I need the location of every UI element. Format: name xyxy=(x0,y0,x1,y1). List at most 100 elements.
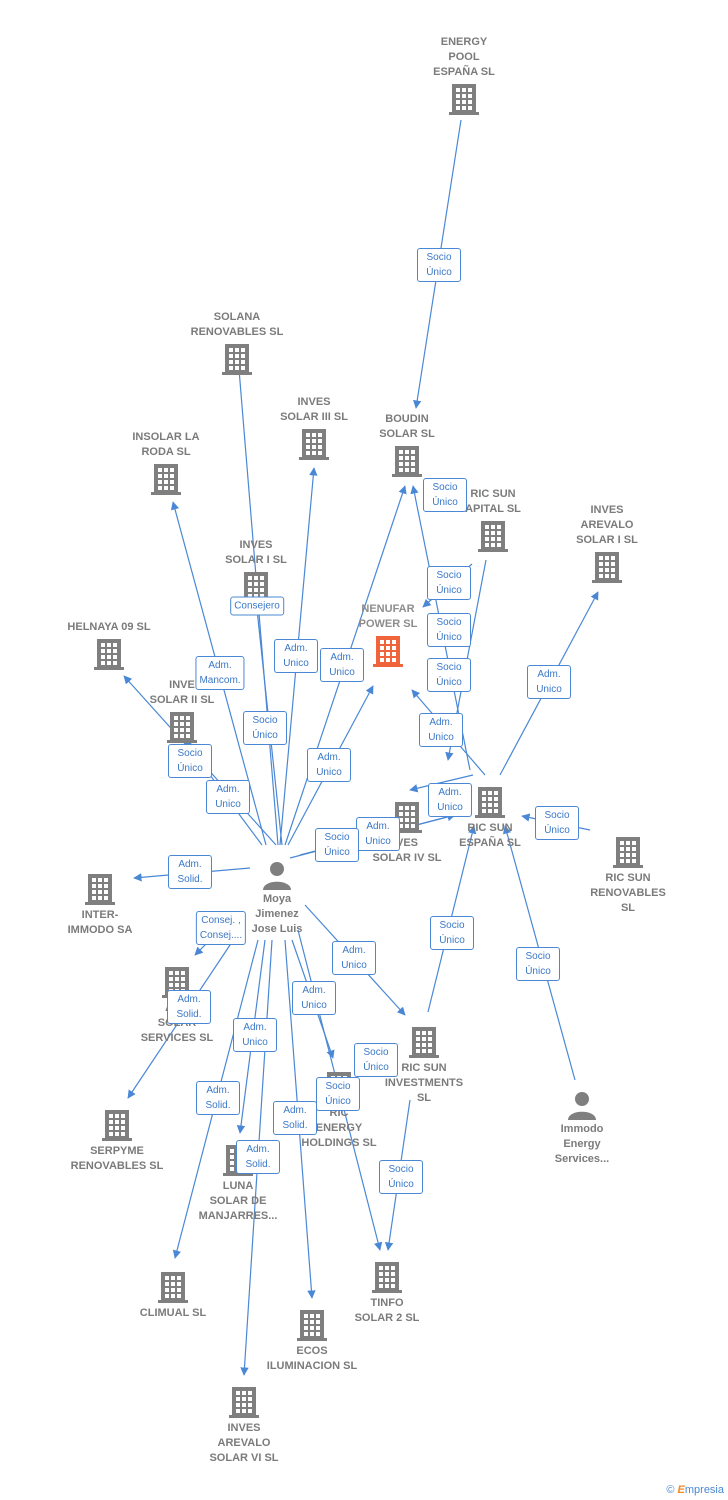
node-intermmodo[interactable]: INTER- IMMODO SA xyxy=(35,870,165,938)
building-icon xyxy=(52,1108,182,1142)
node-inves-arevalo-vi[interactable]: INVES AREVALO SOLAR VI SL xyxy=(179,1383,309,1466)
node-label: BOUDIN SOLAR SL xyxy=(379,413,435,440)
relation-label-e7[interactable]: Socio Único xyxy=(427,566,471,600)
node-label: ECOS ILUMINACION SL xyxy=(266,1345,358,1372)
node-inves-arevalo-i[interactable]: INVES AREVALO SOLAR I SL xyxy=(542,503,672,586)
building-icon xyxy=(563,835,693,869)
node-label: INVES AREVALO SOLAR VI SL xyxy=(209,1422,279,1464)
node-label: INSOLAR LA RODA SL xyxy=(132,431,200,458)
relation-label-e17[interactable]: Adm. Unico xyxy=(428,783,472,817)
relation-label-e28[interactable]: Socio Único xyxy=(354,1043,398,1077)
relation-label-e31[interactable]: Adm. Solid. xyxy=(273,1101,317,1135)
relation-label-e32[interactable]: Adm. Solid. xyxy=(236,1140,280,1174)
edge-line xyxy=(409,774,474,793)
building-icon xyxy=(44,637,174,671)
node-label: CLIMUAL SL xyxy=(139,1307,207,1319)
node-nenufar[interactable]: NENUFAR POWER SL xyxy=(323,602,453,670)
relation-label-e6[interactable]: Adm. Mancom. xyxy=(195,656,245,690)
relation-label-e8[interactable]: Socio Único xyxy=(427,613,471,647)
relation-label-e26[interactable]: Adm. Unico xyxy=(292,981,336,1015)
node-helnaya[interactable]: HELNAYA 09 SL xyxy=(44,620,174,673)
node-serpyme[interactable]: SERPYME RENOVABLES SL xyxy=(52,1106,182,1174)
node-ric-renovables[interactable]: RIC SUN RENOVABLES SL xyxy=(563,833,693,916)
node-ric-investments[interactable]: RIC SUN INVESTMENTS SL xyxy=(359,1023,489,1106)
node-label: SERPYME RENOVABLES SL xyxy=(70,1145,164,1172)
node-inves-iv[interactable]: VES SOLAR IV SL xyxy=(342,798,472,866)
relation-label-e10[interactable]: Socio Único xyxy=(243,711,287,745)
node-label: RIC SUN RENOVABLES SL xyxy=(590,872,666,914)
relation-label-e12[interactable]: Adm. Unico xyxy=(419,713,463,747)
node-inves-iii[interactable]: INVES SOLAR III SL xyxy=(249,395,379,463)
relation-label-e29[interactable]: Socio Único xyxy=(316,1077,360,1111)
node-label: INVES SOLAR III SL xyxy=(280,396,348,423)
relation-label-e30[interactable]: Adm. Solid. xyxy=(196,1081,240,1115)
node-label: SOLANA RENOVABLES SL xyxy=(190,311,284,338)
node-label: NENUFAR POWER SL xyxy=(358,603,418,630)
node-label: Immodo Energy Services... xyxy=(554,1123,610,1165)
building-icon xyxy=(247,1308,377,1342)
relation-label-e5[interactable]: Adm. Unico xyxy=(320,648,364,682)
relation-label-e13[interactable]: Socio Único xyxy=(168,744,212,778)
relation-label-e16[interactable]: Socio Único xyxy=(315,828,359,862)
relation-label-e23[interactable]: Adm. Unico xyxy=(332,941,376,975)
node-ecos[interactable]: ECOS ILUMINACION SL xyxy=(247,1306,377,1374)
node-label: INVES AREVALO SOLAR I SL xyxy=(576,504,638,546)
relation-label-e27[interactable]: Adm. Unico xyxy=(233,1018,277,1052)
relation-label-e3[interactable]: Consejero xyxy=(230,596,284,616)
node-energy-pool[interactable]: ENERGY POOL ESPAÑA SL xyxy=(399,35,529,118)
copyright-symbol: © xyxy=(666,1484,675,1496)
node-immodo[interactable]: Immodo Energy Services... xyxy=(517,1088,647,1167)
node-label: LUNA SOLAR DE MANJARRES... xyxy=(198,1180,278,1222)
node-label: Moya Jimenez Jose Luis xyxy=(251,893,303,935)
brand-name: mpresia xyxy=(684,1484,724,1496)
relation-label-e22[interactable]: Socio Único xyxy=(430,916,474,950)
building-icon xyxy=(35,872,165,906)
relation-label-e21[interactable]: Consej. , Consej.... xyxy=(195,911,247,945)
relation-label-e1[interactable]: Socio Único xyxy=(417,248,461,282)
building-icon xyxy=(172,342,302,376)
node-tinfo[interactable]: TINFO SOLAR 2 SL xyxy=(322,1258,452,1326)
building-icon xyxy=(108,1270,238,1304)
relation-label-e20[interactable]: Adm. Solid. xyxy=(168,855,212,889)
relation-label-e24[interactable]: Socio Único xyxy=(516,947,560,981)
node-ric-espana[interactable]: RIC SUN ESPAÑA SL xyxy=(425,783,555,851)
building-icon xyxy=(249,427,379,461)
building-icon xyxy=(428,519,558,553)
node-label: HELNAYA 09 SL xyxy=(67,621,151,633)
node-label: ENERGY POOL ESPAÑA SL xyxy=(433,36,495,78)
node-solana[interactable]: SOLANA RENOVABLES SL xyxy=(172,310,302,378)
building-icon xyxy=(117,710,247,744)
node-inves-ii[interactable]: INVE SOLAR II SL xyxy=(117,678,247,746)
node-label: INTER- IMMODO SA xyxy=(67,909,133,936)
building-icon xyxy=(323,634,453,668)
node-label: TINFO SOLAR 2 SL xyxy=(354,1297,420,1324)
node-label: INVES SOLAR I SL xyxy=(225,539,287,566)
node-ric-capital[interactable]: RIC SUN APITAL SL xyxy=(428,487,558,555)
node-label: INVE SOLAR II SL xyxy=(149,679,215,706)
node-climual[interactable]: CLIMUAL SL xyxy=(108,1268,238,1321)
relation-label-e9[interactable]: Socio Único xyxy=(427,658,471,692)
node-label: RIC SUN ESPAÑA SL xyxy=(459,822,521,849)
node-insolar[interactable]: INSOLAR LA RODA SL xyxy=(101,430,231,498)
relation-label-e33[interactable]: Socio Único xyxy=(379,1160,423,1194)
node-moya[interactable]: Moya Jimenez Jose Luis xyxy=(212,858,342,937)
building-icon xyxy=(425,785,555,819)
building-icon xyxy=(101,462,231,496)
building-icon xyxy=(342,444,472,478)
person-icon xyxy=(517,1090,647,1120)
building-icon xyxy=(179,1385,309,1419)
relation-label-e14[interactable]: Adm. Unico xyxy=(206,780,250,814)
building-icon xyxy=(359,1025,489,1059)
relation-label-e18[interactable]: Adm. Unico xyxy=(527,665,571,699)
relation-label-e2[interactable]: Socio Único xyxy=(423,478,467,512)
building-icon xyxy=(399,82,529,116)
relation-label-e15[interactable]: Adm. Unico xyxy=(356,817,400,851)
relation-label-e19[interactable]: Socio Único xyxy=(535,806,579,840)
building-icon xyxy=(542,550,672,584)
relation-label-e25[interactable]: Adm. Solid. xyxy=(167,990,211,1024)
node-label: RIC SUN APITAL SL xyxy=(465,488,521,515)
building-icon xyxy=(322,1260,452,1294)
relation-label-e4[interactable]: Adm. Unico xyxy=(274,639,318,673)
relation-label-e11[interactable]: Adm. Unico xyxy=(307,748,351,782)
node-boudin[interactable]: BOUDIN SOLAR SL xyxy=(342,412,472,480)
